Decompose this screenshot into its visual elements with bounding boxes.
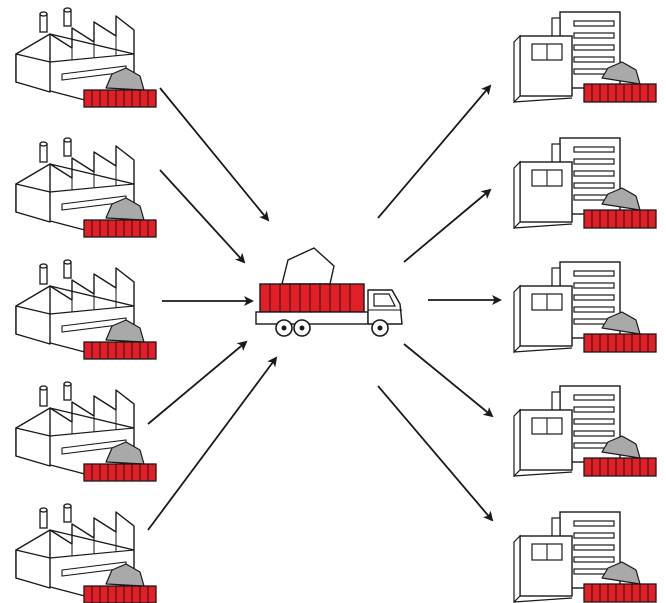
arrow-factory-4-to-truck: [147, 340, 248, 425]
store-icon: [513, 11, 657, 103]
arrow-factory-1-to-truck: [159, 87, 270, 222]
store-icon: [513, 385, 657, 477]
arrow-truck-to-store-5: [377, 385, 494, 522]
flow-arrows: [147, 84, 502, 531]
destinations-column: [513, 11, 657, 603]
factory-icon: [15, 7, 157, 108]
arrow-factory-5-to-truck: [147, 356, 278, 531]
factory-icon: [15, 381, 157, 482]
factory-icon: [15, 259, 157, 360]
store-icon: [513, 137, 657, 229]
arrow-truck-to-store-4: [403, 343, 494, 418]
store-icon: [513, 261, 657, 353]
arrow-truck-to-store-1: [377, 84, 492, 219]
sources-column: [15, 7, 157, 603]
factory-icon: [15, 503, 157, 603]
truck-icon: [255, 247, 403, 337]
store-icon: [513, 511, 657, 603]
arrow-truck-to-store-2: [403, 188, 492, 263]
factory-icon: [15, 137, 157, 238]
arrow-factory-2-to-truck: [159, 169, 246, 264]
